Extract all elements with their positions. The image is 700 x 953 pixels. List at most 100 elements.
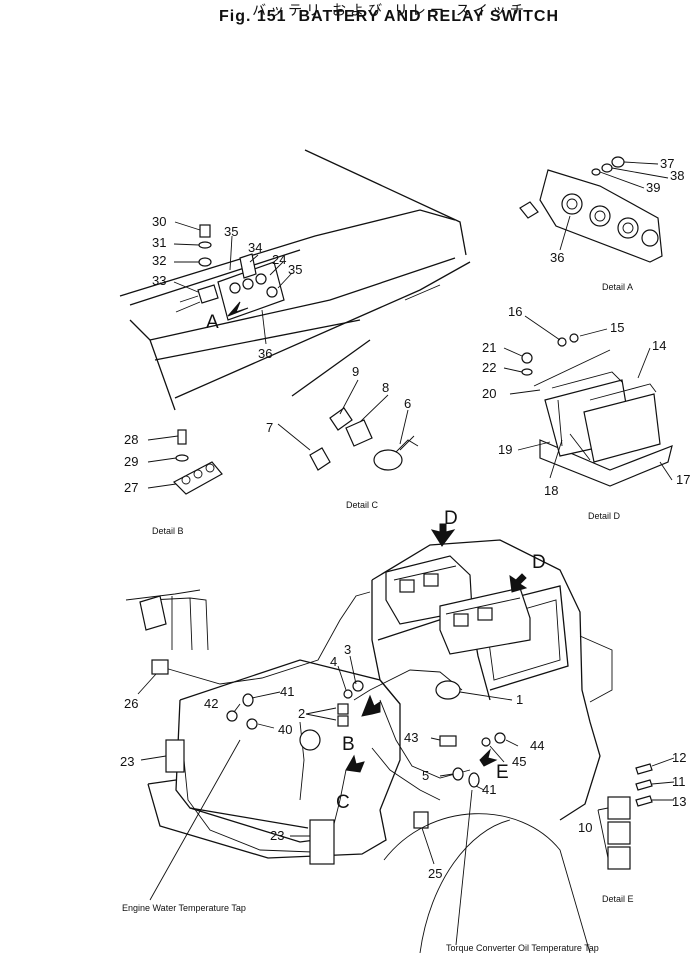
callout-29: 29 — [124, 454, 138, 469]
switch-2b — [337, 715, 349, 727]
sender-41b — [468, 772, 480, 788]
view-letter-d2: D — [532, 552, 546, 573]
lamp-26 — [151, 659, 169, 675]
view-letter-e: E — [496, 762, 509, 783]
callout-44: 44 — [530, 738, 544, 753]
terminal-15 — [569, 333, 579, 343]
detail-d-label: Detail D — [588, 511, 621, 521]
relay-1 — [435, 680, 461, 700]
callout-22: 22 — [482, 360, 496, 375]
callout-41a: 41 — [280, 684, 294, 699]
bolt-44 — [494, 732, 506, 744]
battery-14b — [583, 393, 661, 463]
callout-26: 26 — [124, 696, 138, 711]
view-letter-c: C — [336, 792, 350, 813]
washer-45 — [481, 737, 491, 747]
figure-title: Fig. 151 BATTERY AND RELAY SWITCH — [155, 8, 635, 26]
callout-37: 37 — [660, 156, 674, 171]
callout-8: 8 — [382, 380, 389, 395]
nut-21 — [521, 352, 533, 364]
figure-number: Fig. 151 — [218, 8, 287, 25]
figure-caption: BATTERY AND RELAY SWITCH — [298, 8, 560, 25]
callout-27: 27 — [124, 480, 138, 495]
callout-13: 13 — [672, 794, 686, 809]
callout-32: 32 — [152, 253, 166, 268]
washer-42 — [226, 710, 238, 722]
washer-4 — [343, 689, 353, 699]
detail-e-label: Detail E — [602, 894, 634, 904]
washer-39 — [591, 168, 601, 176]
callout-17: 17 — [676, 472, 690, 487]
callout-35b: 35 — [288, 262, 302, 277]
horn-6 — [373, 449, 403, 471]
callout-36b: 36 — [550, 250, 564, 265]
detail-a-label: Detail A — [602, 282, 633, 292]
callout-34: 34 — [248, 240, 262, 255]
callout-40: 40 — [278, 722, 292, 737]
washer-29 — [175, 454, 189, 462]
callout-6: 6 — [404, 396, 411, 411]
switch-8 — [345, 419, 373, 447]
callout-10: 10 — [578, 820, 592, 835]
connector-10b — [607, 821, 631, 845]
bolt-3 — [352, 680, 364, 692]
callout-24: 24 — [272, 252, 286, 267]
callout-38: 38 — [670, 168, 684, 183]
view-a-arrow — [227, 301, 249, 317]
cap-37 — [611, 156, 625, 168]
callout-numbers: 30 31 32 33 35 34 24 35 36 A 37 38 39 36… — [120, 156, 690, 953]
callout-43: 43 — [404, 730, 418, 745]
callout-18: 18 — [544, 483, 558, 498]
bolt-28 — [177, 429, 187, 445]
callout-11: 11 — [672, 774, 686, 789]
switch-2a — [337, 703, 349, 715]
bracket-43 — [439, 735, 457, 747]
callout-16: 16 — [508, 304, 522, 319]
callout-19: 19 — [498, 442, 512, 457]
callout-25: 25 — [428, 866, 442, 881]
detail-c-label: Detail C — [346, 500, 379, 510]
callout-5: 5 — [422, 768, 429, 783]
view-letter-b: B — [342, 734, 355, 755]
connector-23b — [309, 819, 335, 865]
callout-9: 9 — [352, 364, 359, 379]
washer-31 — [198, 241, 212, 249]
callout-28: 28 — [124, 432, 138, 447]
converter-tap-caption: Torque Converter Oil Temperature Tap — [446, 943, 599, 953]
callout-4: 4 — [330, 654, 337, 669]
washer-22 — [521, 368, 533, 376]
leader-lines — [137, 161, 675, 946]
callout-20: 20 — [482, 386, 496, 401]
view-c-arrow — [345, 754, 365, 773]
switch-9 — [329, 407, 353, 431]
detail-c-drawing — [309, 407, 419, 471]
callout-21: 21 — [482, 340, 496, 355]
callout-42: 42 — [204, 696, 218, 711]
washer-38 — [601, 163, 613, 173]
view-letter-d1: D — [444, 508, 458, 529]
sender-41a — [242, 693, 254, 707]
battery-tray-17 — [539, 439, 673, 487]
detail-b-drawing — [172, 429, 223, 495]
callout-12: 12 — [672, 750, 686, 765]
detail-e-drawing — [607, 763, 653, 870]
callout-33: 33 — [152, 273, 166, 288]
callout-39: 39 — [646, 180, 660, 195]
callout-15: 15 — [610, 320, 624, 335]
hood-panel-view — [119, 149, 471, 411]
view-e-arrow — [479, 748, 498, 767]
plug-40 — [246, 718, 258, 730]
detail-b-label: Detail B — [152, 526, 184, 536]
relay-7 — [309, 447, 331, 471]
callout-41b: 41 — [482, 782, 496, 797]
view-b-arrow — [361, 694, 381, 717]
callout-31: 31 — [152, 235, 166, 250]
callout-14: 14 — [652, 338, 666, 353]
view-d-arrow-1 — [430, 523, 456, 547]
engine-tap-caption: Engine Water Temperature Tap — [122, 903, 246, 913]
callout-30: 30 — [152, 214, 166, 229]
callout-35a: 35 — [224, 224, 238, 239]
callout-23b: 23 — [270, 828, 284, 843]
japanese-title: バッテリ および リレー スイッチ — [252, 2, 528, 18]
